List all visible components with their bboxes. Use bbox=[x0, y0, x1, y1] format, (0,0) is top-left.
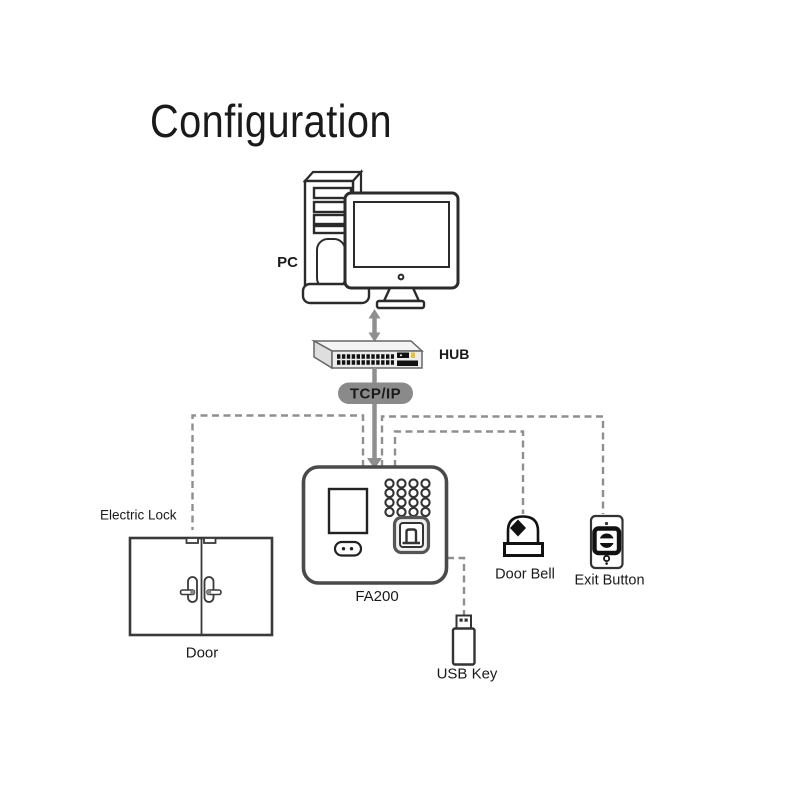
fingerprint-reader-icon bbox=[392, 515, 431, 555]
exit-button-label: Exit Button bbox=[574, 573, 644, 589]
tcpip-badge: TCP/IP bbox=[338, 382, 413, 404]
page-title: Configuration bbox=[150, 95, 392, 147]
hub-illustration bbox=[311, 339, 424, 370]
exit-button-illustration bbox=[589, 514, 624, 570]
door-handle-left bbox=[179, 576, 198, 603]
hub-led-icon bbox=[411, 352, 415, 358]
connector-exit-button bbox=[380, 415, 605, 514]
door-bell-illustration bbox=[503, 515, 544, 557]
electric-lock-strike bbox=[185, 537, 199, 544]
fa200-label: FA200 bbox=[355, 588, 398, 605]
connector-usb-key bbox=[447, 556, 466, 615]
bell-diamond-icon bbox=[510, 519, 526, 537]
pc-illustration bbox=[301, 169, 460, 310]
device-camera-icon bbox=[333, 540, 363, 557]
usb-key-label: USB Key bbox=[437, 666, 498, 683]
fa200-device-illustration bbox=[301, 465, 449, 585]
pc-label: PC bbox=[277, 254, 298, 271]
power-led-icon bbox=[397, 273, 405, 281]
door-illustration bbox=[128, 536, 274, 637]
electric-lock-label: Electric Lock bbox=[100, 508, 177, 523]
device-screen bbox=[327, 487, 369, 535]
door-label: Door bbox=[186, 645, 219, 662]
hub-label: HUB bbox=[439, 346, 469, 362]
connector-electric-lock bbox=[191, 414, 365, 530]
usb-key-illustration bbox=[451, 614, 476, 666]
door-handle-right bbox=[203, 576, 222, 603]
electric-lock-strike bbox=[203, 537, 217, 544]
connector-door-bell bbox=[393, 430, 525, 514]
monitor-screen bbox=[353, 201, 450, 268]
pc-hub-arrow bbox=[368, 309, 381, 342]
door-bell-label: Door Bell bbox=[495, 567, 555, 583]
tcpip-badge-label: TCP/IP bbox=[350, 386, 401, 403]
